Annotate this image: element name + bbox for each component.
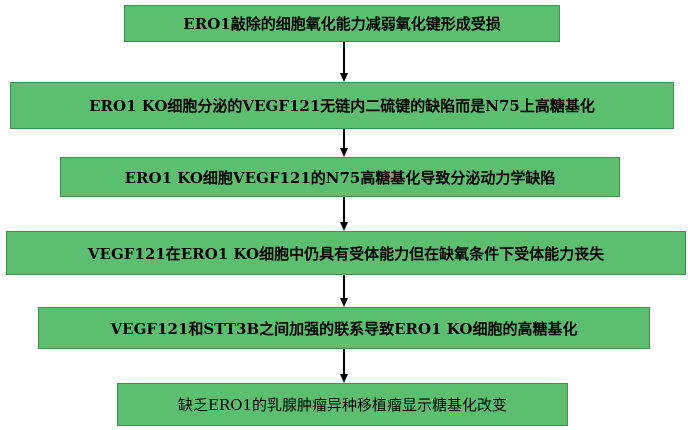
flow-step-2: ERO1 KO细胞分泌的VEGF121无链内二硫键的缺陷而是N75上高糖基化 <box>10 82 674 129</box>
flow-step-5: VEGF121和STT3B之间加强的联系导致ERO1 KO细胞的高糖基化 <box>38 307 650 349</box>
flow-arrow-2 <box>340 129 348 157</box>
flow-step-1: ERO1敲除的细胞氧化能力减弱氧化键形成受损 <box>124 5 560 42</box>
flow-step-2-text: ERO1 KO细胞分泌的VEGF121无链内二硫键的缺陷而是N75上高糖基化 <box>89 97 595 115</box>
flow-step-4: VEGF121在ERO1 KO细胞中仍具有受体能力但在缺氧条件下受体能力丧失 <box>6 231 686 275</box>
flow-arrow-3 <box>340 197 348 231</box>
flow-arrow-1 <box>340 42 348 82</box>
flow-step-4-text: VEGF121在ERO1 KO细胞中仍具有受体能力但在缺氧条件下受体能力丧失 <box>87 244 605 263</box>
flow-arrow-5 <box>340 349 348 383</box>
flow-step-1-text: ERO1敲除的细胞氧化能力减弱氧化键形成受损 <box>183 15 501 33</box>
flow-step-6: 缺乏ERO1的乳腺肿瘤异种移植瘤显示糖基化改变 <box>117 383 568 426</box>
flow-step-5-text: VEGF121和STT3B之间加强的联系导致ERO1 KO细胞的高糖基化 <box>110 319 578 338</box>
flow-step-6-text: 缺乏ERO1的乳腺肿瘤异种移植瘤显示糖基化改变 <box>177 396 508 414</box>
flow-step-3: ERO1 KO细胞VEGF121的N75高糖基化导致分泌动力学缺陷 <box>60 157 620 197</box>
flow-arrow-4 <box>340 275 348 307</box>
flow-step-3-text: ERO1 KO细胞VEGF121的N75高糖基化导致分泌动力学缺陷 <box>124 168 556 187</box>
